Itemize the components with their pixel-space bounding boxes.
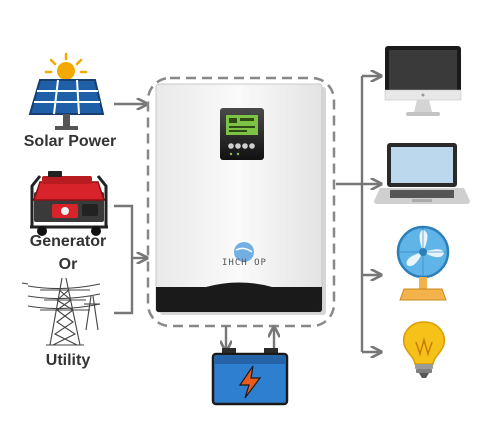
generator-icon	[30, 171, 108, 236]
generator-label: Generator	[29, 233, 107, 250]
inverter-icon	[146, 76, 336, 328]
generator-utility-connector	[114, 204, 134, 315]
laptop-icon	[374, 143, 470, 204]
solar-panel-icon	[28, 52, 105, 130]
battery-icon	[211, 348, 289, 406]
input-arrows	[114, 104, 146, 315]
battery-arrows	[226, 326, 274, 350]
fan-icon	[396, 225, 450, 301]
inverter-brand-text: IHCH OP	[222, 258, 267, 268]
light-bulb-icon	[402, 321, 446, 378]
inverter-dashed-border	[146, 76, 336, 328]
lightning-bolt-icon	[238, 365, 262, 399]
brand-logo	[234, 242, 254, 262]
output-arrows	[336, 76, 380, 352]
power-pylon-icon	[21, 277, 101, 346]
solar-power-label: Solar Power	[23, 133, 117, 150]
or-label: Or	[58, 256, 78, 273]
monitor-icon	[384, 46, 462, 116]
utility-label: Utility	[45, 352, 91, 369]
